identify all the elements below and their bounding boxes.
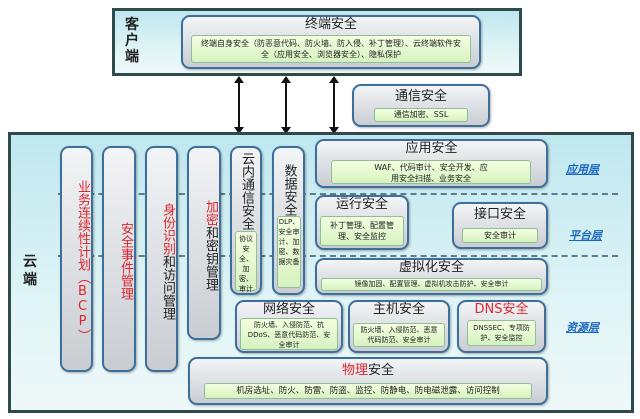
physical-security-desc: 机房选址、防火、防雷、防盗、监控、防静电、防电磁泄露、访问控制: [204, 383, 532, 399]
network-security-title: 网络安全: [262, 302, 315, 317]
column-key-mgmt: 加密和密钥管理: [187, 146, 221, 340]
intra-comm-box: 云内通信安全 协议安全、加密、审计: [230, 146, 262, 295]
interface-security-box: 接口安全 安全审计: [452, 202, 548, 249]
comm-security-desc: 通信加密、SSL: [374, 108, 468, 122]
layer-platform: 平台层: [569, 229, 602, 242]
terminal-security-desc: 终端自身安全（防恶意代码、防火墙、防入侵、补丁管理）、云终端软件安全（应用安全、…: [191, 35, 471, 63]
interface-security-desc: 安全审计: [462, 228, 538, 243]
host-security-box: 主机安全 防火墙、入侵防范、恶意代码防范、安全审计: [348, 300, 450, 353]
cloud-label: 云端: [23, 254, 37, 288]
arrow-2: [281, 76, 291, 134]
virtualization-security-box: 虚拟化安全 镜像加固、配置管理、虚拟机攻击防护、安全审计: [315, 258, 548, 295]
column-bcp-label: 业务连续性计划（BCP）: [75, 180, 90, 342]
app-security-desc: WAF、代码审计、安全开发、应用安全扫描、业务安全: [331, 160, 531, 184]
app-security-title: 应用安全: [405, 141, 458, 156]
divider-platform-resource: [58, 255, 618, 257]
column-key-black: 和密钥管理: [203, 225, 218, 291]
data-security-box: 数据安全 DLP、安全审计、加密、数据灾备: [272, 146, 305, 295]
network-security-desc: 防火墙、入侵防范、抗DDoS、恶意代码防范、安全审计: [240, 318, 338, 350]
host-security-title: 主机安全: [372, 302, 425, 317]
divider-app-platform: [58, 193, 618, 195]
column-incident-label: 安全事件管理: [118, 222, 133, 300]
arrow-1: [234, 76, 244, 134]
run-security-title: 运行安全: [335, 197, 388, 212]
column-iam: 身份识别和访问管理: [145, 146, 178, 372]
comm-security-title: 通信安全: [394, 89, 447, 104]
layer-app: 应用层: [566, 163, 599, 176]
terminal-security-title: 终端安全: [304, 17, 357, 32]
arrow-3: [329, 76, 339, 134]
column-key-red: 加密: [203, 199, 218, 226]
dns-security-title: DNS安全: [474, 302, 529, 317]
client-region: 客户端 终端安全 终端自身安全（防恶意代码、防火墙、防入侵、补丁管理）、云终端软…: [112, 8, 522, 76]
client-label: 客户端: [125, 17, 139, 65]
physical-security-title: 物理安全: [190, 363, 546, 379]
physical-title-red: 物理: [341, 363, 368, 378]
terminal-security-box: 终端安全 终端自身安全（防恶意代码、防火墙、防入侵、补丁管理）、云终端软件安全（…: [181, 15, 481, 69]
run-security-desc: 补丁管理、配置管理、安全监控: [320, 216, 404, 246]
intra-comm-title: 云内通信安全: [239, 152, 254, 230]
column-bcp: 业务连续性计划（BCP）: [60, 146, 93, 372]
comm-security-box: 通信安全 通信加密、SSL: [352, 84, 490, 127]
interface-security-title: 接口安全: [473, 207, 526, 222]
column-iam-black: 和访问管理: [160, 254, 175, 320]
network-security-box: 网络安全 防火墙、入侵防范、抗DDoS、恶意代码防范、安全审计: [235, 300, 343, 353]
data-security-desc: DLP、安全审计、加密、数据灾备: [277, 216, 301, 288]
layer-resource: 资源层: [566, 321, 599, 334]
dns-security-desc: DNSSEC、专项防护、安全监控: [467, 320, 536, 346]
data-security-title: 数据安全: [281, 164, 297, 216]
virtualization-security-desc: 镜像加固、配置管理、虚拟机攻击防护、安全审计: [321, 278, 542, 291]
physical-security-box: 物理安全 机房选址、防火、防雷、防盗、监控、防静电、防电磁泄露、访问控制: [188, 357, 548, 405]
column-iam-red: 身份识别: [160, 202, 175, 255]
column-incident-mgmt: 安全事件管理: [102, 146, 136, 372]
dns-security-box: DNS安全 DNSSEC、专项防护、安全监控: [457, 300, 546, 353]
app-security-box: 应用安全 WAF、代码审计、安全开发、应用安全扫描、业务安全: [315, 139, 548, 188]
host-security-desc: 防火墙、入侵防范、恶意代码防范、安全审计: [353, 323, 445, 347]
run-security-box: 运行安全 补丁管理、配置管理、安全监控: [315, 195, 409, 250]
intra-comm-desc: 协议安全、加密、审计: [235, 231, 257, 293]
physical-title-black: 安全: [368, 363, 395, 378]
virtualization-security-title: 虚拟化安全: [398, 260, 464, 275]
